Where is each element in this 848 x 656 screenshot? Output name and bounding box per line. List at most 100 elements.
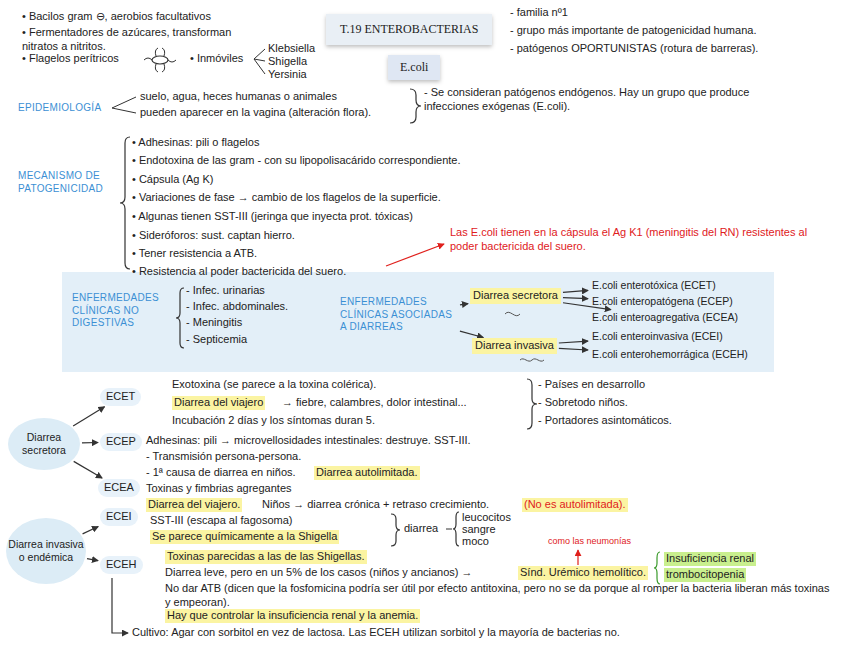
node-text: Diarrea secretora	[473, 289, 558, 303]
node-text: Diarrea invasiva o endémica	[6, 538, 86, 564]
topic-circle: Diarrea secretora	[8, 418, 80, 470]
connector-arrow	[74, 461, 102, 478]
note-text: • Tener resistencia a ATB.	[132, 247, 257, 261]
note-text: sangre	[462, 523, 496, 537]
brace	[527, 379, 537, 429]
topic-circle: Diarrea invasiva o endémica	[6, 518, 86, 584]
brace	[176, 288, 184, 348]
highlight-box: Diarrea invasiva	[472, 338, 557, 354]
node-text: Diarrea invasiva	[475, 339, 554, 353]
note-text: Klebsiella	[268, 42, 315, 56]
connector-arrow	[563, 290, 588, 292]
note-text: Incubación 2 días y los síntomas duran 5…	[172, 414, 375, 428]
highlighted-note: Diarrea autolimitada.	[314, 466, 420, 480]
type-tag: ECET	[100, 388, 141, 406]
type-tag: ECEH	[100, 556, 143, 574]
highlighted-note: Hay que controlar la insuficiencia renal…	[165, 609, 420, 623]
brace	[410, 89, 421, 123]
connector-arrow	[87, 559, 98, 561]
note-text: Exotoxina (se parece a la toxina coléric…	[172, 378, 376, 392]
note-text: diarrea	[404, 522, 438, 536]
brace	[654, 552, 660, 584]
highlighted-note: Insuficiencia renal	[664, 552, 756, 566]
note-text: Toxinas y fimbrias agregantes	[146, 482, 292, 496]
note-text: • Flagelos perítricos	[22, 52, 119, 66]
node-text: ENFERMEDADES CLÍNICAS ASOCIADAS A DIARRE…	[340, 296, 458, 334]
split-arrow	[254, 49, 265, 74]
short-arrow	[446, 529, 452, 530]
node-text: - Infec. abdominales.	[186, 300, 288, 314]
node-text: E.coli enterohemorrágica (ECEH)	[592, 348, 748, 361]
note-text: • Bacilos gram ⊖, aerobios facultativos	[22, 10, 211, 24]
note-text: No dar ATB (dicen que la fosfomicina pod…	[165, 582, 835, 610]
text-node: E.coli enterotóxica (ECET)	[590, 278, 718, 293]
highlighted-note: Se parece químicamente a la Shigella	[150, 530, 339, 544]
node-text: ECET	[106, 390, 135, 404]
topic-box: E.coli	[388, 55, 440, 80]
note-text: Shigella	[268, 55, 307, 69]
note-text: - Países en desarrollo	[538, 378, 645, 392]
note-text: pueden aparecer en la vagina (alteración…	[140, 106, 371, 120]
node-text: ECEI	[106, 510, 132, 524]
node-text: - Meningitis	[186, 316, 242, 330]
connector-arrow	[460, 331, 483, 337]
note-text: • Inmóviles	[190, 52, 243, 66]
bacterium-sketch	[152, 56, 168, 64]
note-text: - grupo más importante de patogenicidad …	[510, 24, 756, 38]
note-text: Adhesinas: pili → microvellosidades inte…	[146, 434, 471, 448]
note-text: • Sideróforos: sust. captan hierro.	[132, 229, 295, 243]
note-text: • Resistencia al poder bactericida del s…	[132, 265, 346, 279]
node-text: E.coli enterotóxica (ECET)	[592, 279, 716, 292]
node-text: ECEA	[104, 481, 134, 495]
panel-fill	[62, 272, 774, 372]
note-text: - Portadores asintomáticos.	[538, 414, 672, 428]
disease-panel: ENFERMEDADES CLÍNICAS NO DIGESTIVAS - Inf…	[62, 272, 774, 372]
highlighted-note: Diarrea del viajero.	[146, 498, 242, 512]
node-text: ECEH	[106, 558, 137, 572]
type-tag: ECEA	[98, 479, 140, 497]
note-text: SST-III (escapa al fagosoma)	[150, 514, 292, 528]
text-node: E.coli enteroinvasiva (ECEI)	[590, 329, 725, 344]
flagella-sketch	[144, 48, 176, 72]
type-tag: ECEI	[100, 508, 138, 526]
text-node: E.coli enterohemorrágica (ECEH)	[590, 347, 750, 362]
note-text: • Cápsula (Ag K)	[132, 173, 214, 187]
node-text: E.coli enteroinvasiva (ECEI)	[592, 330, 723, 343]
highlighted-note: Diarrea del viajero	[172, 396, 265, 410]
note-text: - familia nº1	[510, 6, 568, 20]
note-text: - 1ª causa de diarrea en niños.	[146, 466, 296, 480]
title-box: T.19 ENTEROBACTERIAS	[326, 14, 492, 45]
text-node: E.coli enteropatógena (ECEP)	[590, 294, 735, 309]
note-text: - patógenos OPORTUNISTAS (rotura de barr…	[510, 42, 758, 56]
note-text: Cultivo: Agar con sorbitol en vez de lac…	[132, 626, 620, 640]
note-text: suelo, agua, heces humanas o animales	[140, 90, 337, 104]
connector-arrow	[460, 304, 468, 305]
note-text: • Algunas tienen SST-III (jeringa que in…	[132, 210, 413, 224]
note-text: Yersinia	[268, 68, 307, 82]
connector-arrow	[82, 442, 98, 444]
type-tag: ECEP	[100, 433, 142, 451]
title-text: T.19 ENTEROBACTERIAS	[340, 22, 478, 37]
text-node: E.coli enteroagregativa (ECEA)	[590, 310, 740, 325]
note-text: • Endotoxina de las gram - con su lipopo…	[132, 154, 461, 168]
node-text: E.coli	[400, 60, 428, 75]
red-note: como las neumonías	[548, 536, 631, 547]
highlighted-note: Sínd. Urémico hemolítico.	[518, 566, 648, 580]
split-arrow	[112, 97, 136, 113]
connector-arrow	[83, 527, 99, 534]
red-note: Las E.coli tienen en la cápsula el Ag K1…	[450, 226, 820, 254]
note-text: moco	[462, 535, 489, 549]
section-heading: MECANISMO DE PATOGENICIDAD	[18, 170, 118, 195]
node-text: ENFERMEDADES CLÍNICAS NO DIGESTIVAS	[72, 292, 182, 330]
doodle	[505, 312, 544, 361]
highlighted-note: trombocitopenia	[664, 568, 746, 582]
connector-arrow	[559, 341, 588, 343]
connector-arrow	[563, 297, 588, 299]
node-text: - Septicemia	[186, 333, 247, 347]
note-text: - Se consideran patógenos endógenos. Hay…	[424, 86, 764, 114]
leader-arrow	[112, 578, 128, 633]
node-text: Diarrea secretora	[8, 431, 80, 457]
note-text: Niños → diarrea crónica + retraso crecim…	[262, 498, 489, 512]
note-text: - Transmisión persona-persona.	[146, 450, 301, 464]
